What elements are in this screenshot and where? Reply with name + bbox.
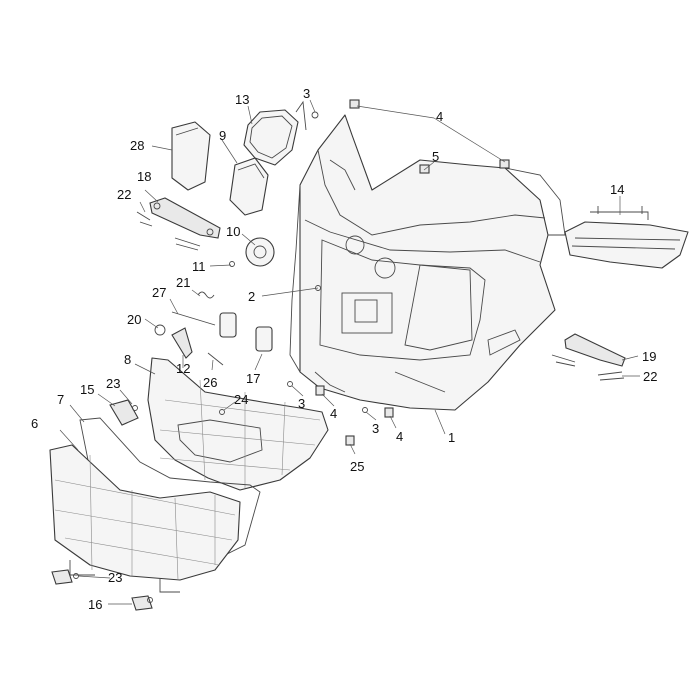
part-mirror-13 [243,100,307,166]
part-rod-27 [171,311,216,326]
part-clip-15 [109,399,139,426]
callout-16: 16 [88,597,102,612]
callout-8: 8 [124,352,131,367]
part-pin-26 [207,352,224,366]
part-clip-16a [51,569,73,585]
part-hook-10 [245,237,275,267]
callout-23-upper: 23 [106,376,120,391]
part-pad-14 [564,206,689,269]
callout-12: 12 [176,361,190,376]
callout-14: 14 [610,182,624,197]
callout-28: 28 [130,138,144,153]
part-bracket-19 [551,333,626,381]
callout-6: 6 [31,416,38,431]
callout-17: 17 [246,371,260,386]
part-front-inner-shield [289,114,566,411]
callout-23-lower: 23 [108,570,122,585]
part-lever-12 [171,327,193,359]
callout-20: 20 [127,312,141,327]
callout-22-left: 22 [117,187,131,202]
callout-labels: 1 2 3 3 3 4 4 4 5 6 7 8 9 10 11 12 13 14… [31,86,657,612]
callout-26: 26 [203,375,217,390]
callout-9: 9 [219,128,226,143]
leader-lines [59,99,640,605]
callout-11: 11 [192,259,206,274]
callout-13: 13 [235,92,249,107]
callout-4-top: 4 [436,109,443,124]
callout-18: 18 [137,169,151,184]
part-bin-9 [229,157,269,216]
callout-24: 24 [234,392,248,407]
part-block-17b [255,326,273,352]
part-block-17a [219,312,237,338]
callout-3-left: 3 [298,396,305,411]
callout-25: 25 [350,459,364,474]
part-pocket-28 [171,121,211,191]
callout-10: 10 [226,224,240,239]
part-spring-21 [197,291,215,299]
callout-22-right: 22 [643,369,657,384]
callout-27: 27 [152,285,166,300]
callout-19: 19 [642,349,656,364]
callout-5: 5 [432,149,439,164]
callout-2: 2 [248,289,255,304]
callout-4-left: 4 [330,406,337,421]
part-spring-20 [154,324,166,336]
part-bracket-18 [136,197,221,251]
callout-7: 7 [57,392,64,407]
part-clip-16b [131,595,153,611]
callout-1: 1 [448,430,455,445]
callout-3-top: 3 [303,86,310,101]
callout-15: 15 [80,382,94,397]
part-fastener-group [73,99,510,603]
callout-3-right: 3 [372,421,379,436]
callout-21: 21 [176,275,190,290]
part-panel-8 [147,357,329,491]
callout-4-right: 4 [396,429,403,444]
